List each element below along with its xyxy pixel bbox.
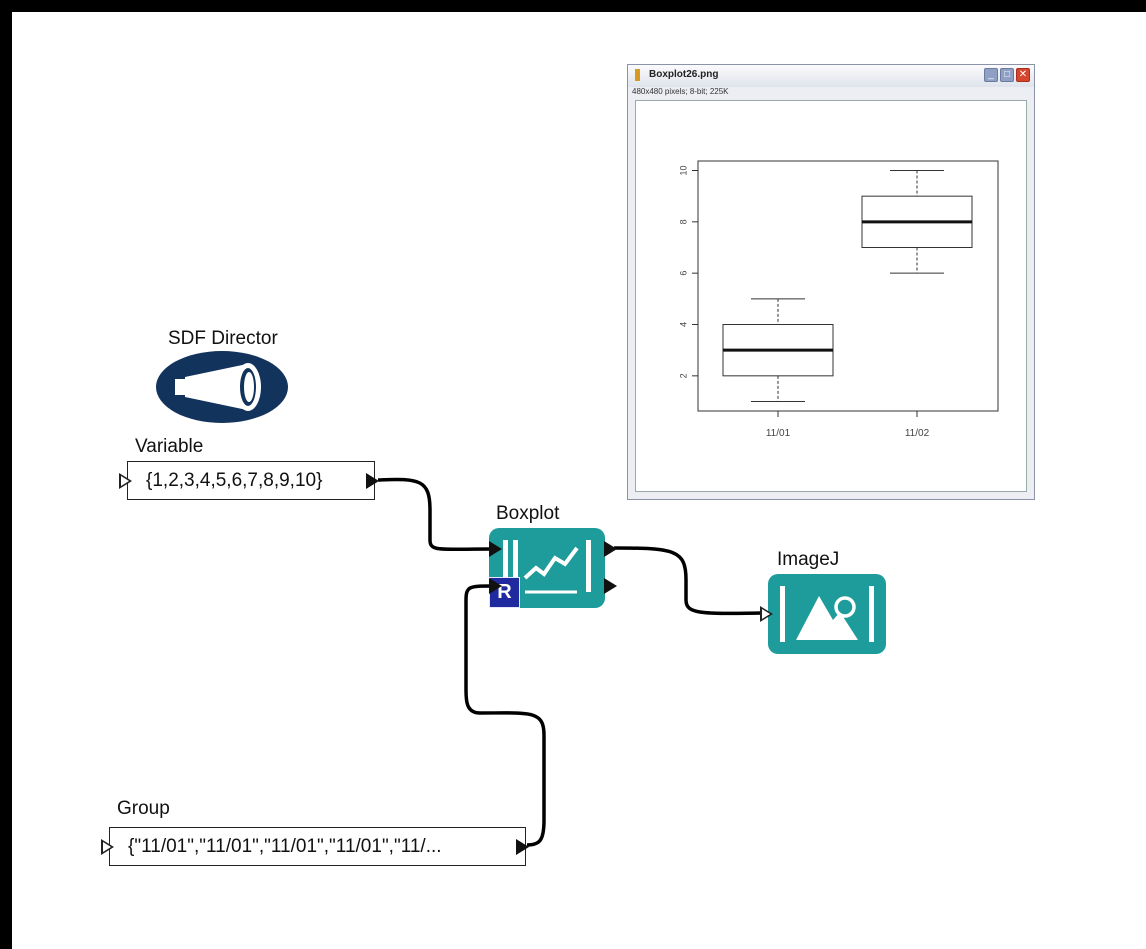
variable-box[interactable]: {1,2,3,4,5,6,7,8,9,10}	[127, 461, 375, 500]
group-box[interactable]: {"11/01","11/01","11/01","11/01","11/...	[109, 827, 526, 866]
group-input-port[interactable]	[101, 839, 114, 855]
variable-output-port[interactable]	[366, 473, 379, 489]
boxplot-label: Boxplot	[496, 503, 560, 524]
group-label: Group	[117, 798, 170, 819]
group-value: {"11/01","11/01","11/01","11/01","11/...	[128, 836, 442, 857]
canvas-top-border	[0, 0, 1146, 12]
maximize-icon: □	[1003, 69, 1011, 80]
y-tick-label: 8	[678, 219, 688, 224]
boxplot-input-port-group[interactable]	[489, 578, 502, 594]
x-tick-label: 11/02	[905, 428, 930, 439]
boxplot-output-port-other[interactable]	[604, 578, 617, 594]
director-label: SDF Director	[168, 328, 278, 349]
y-tick-label: 2	[678, 373, 688, 378]
variable-input-port[interactable]	[119, 473, 132, 489]
variable-value: {1,2,3,4,5,6,7,8,9,10}	[146, 470, 323, 491]
connection-variable-to-boxplot	[377, 477, 493, 552]
maximize-button[interactable]: □	[1000, 68, 1014, 82]
imagej-label: ImageJ	[777, 549, 840, 570]
boxplot-chart: 2 4 6 8 10 11/01 11/02	[678, 160, 999, 439]
x-tick-label: 11/01	[766, 428, 791, 439]
close-icon: ✕	[1018, 69, 1028, 80]
imagej-input-port[interactable]	[760, 606, 773, 622]
image-window-title: Boxplot26.png	[649, 69, 719, 80]
image-icon	[780, 586, 874, 642]
megaphone-icon	[156, 351, 288, 423]
y-tick-label: 6	[678, 271, 688, 276]
line-chart-icon	[503, 540, 591, 594]
canvas-left-border	[0, 0, 12, 949]
image-info-text: 480x480 pixels; 8-bit; 225K	[632, 87, 729, 96]
imagej-app-icon	[635, 69, 640, 81]
image-window-titlebar[interactable]: Boxplot26.png _ □ ✕	[628, 65, 1034, 87]
close-button[interactable]: ✕	[1016, 68, 1030, 82]
minimize-icon: _	[988, 69, 994, 80]
y-tick-label: 4	[678, 322, 688, 327]
boxplot-output-port-graphics[interactable]	[604, 541, 617, 557]
image-canvas: 2 4 6 8 10 11/01 11/02	[635, 100, 1027, 492]
boxplot-input-port-variable[interactable]	[489, 541, 502, 557]
imagej-actor[interactable]	[768, 574, 886, 654]
plot-frame	[697, 160, 999, 412]
y-tick-label: 10	[678, 165, 688, 175]
group-output-port[interactable]	[516, 839, 529, 855]
minimize-button[interactable]: _	[984, 68, 998, 82]
director-icon[interactable]	[155, 350, 289, 424]
image-window[interactable]: Boxplot26.png _ □ ✕ 480x480 pixels; 8-bi…	[627, 64, 1035, 500]
boxplot-actor[interactable]: R	[489, 528, 605, 608]
variable-label: Variable	[135, 436, 204, 457]
connection-boxplot-to-imagej	[613, 546, 763, 616]
connection-group-to-boxplot	[464, 584, 546, 847]
